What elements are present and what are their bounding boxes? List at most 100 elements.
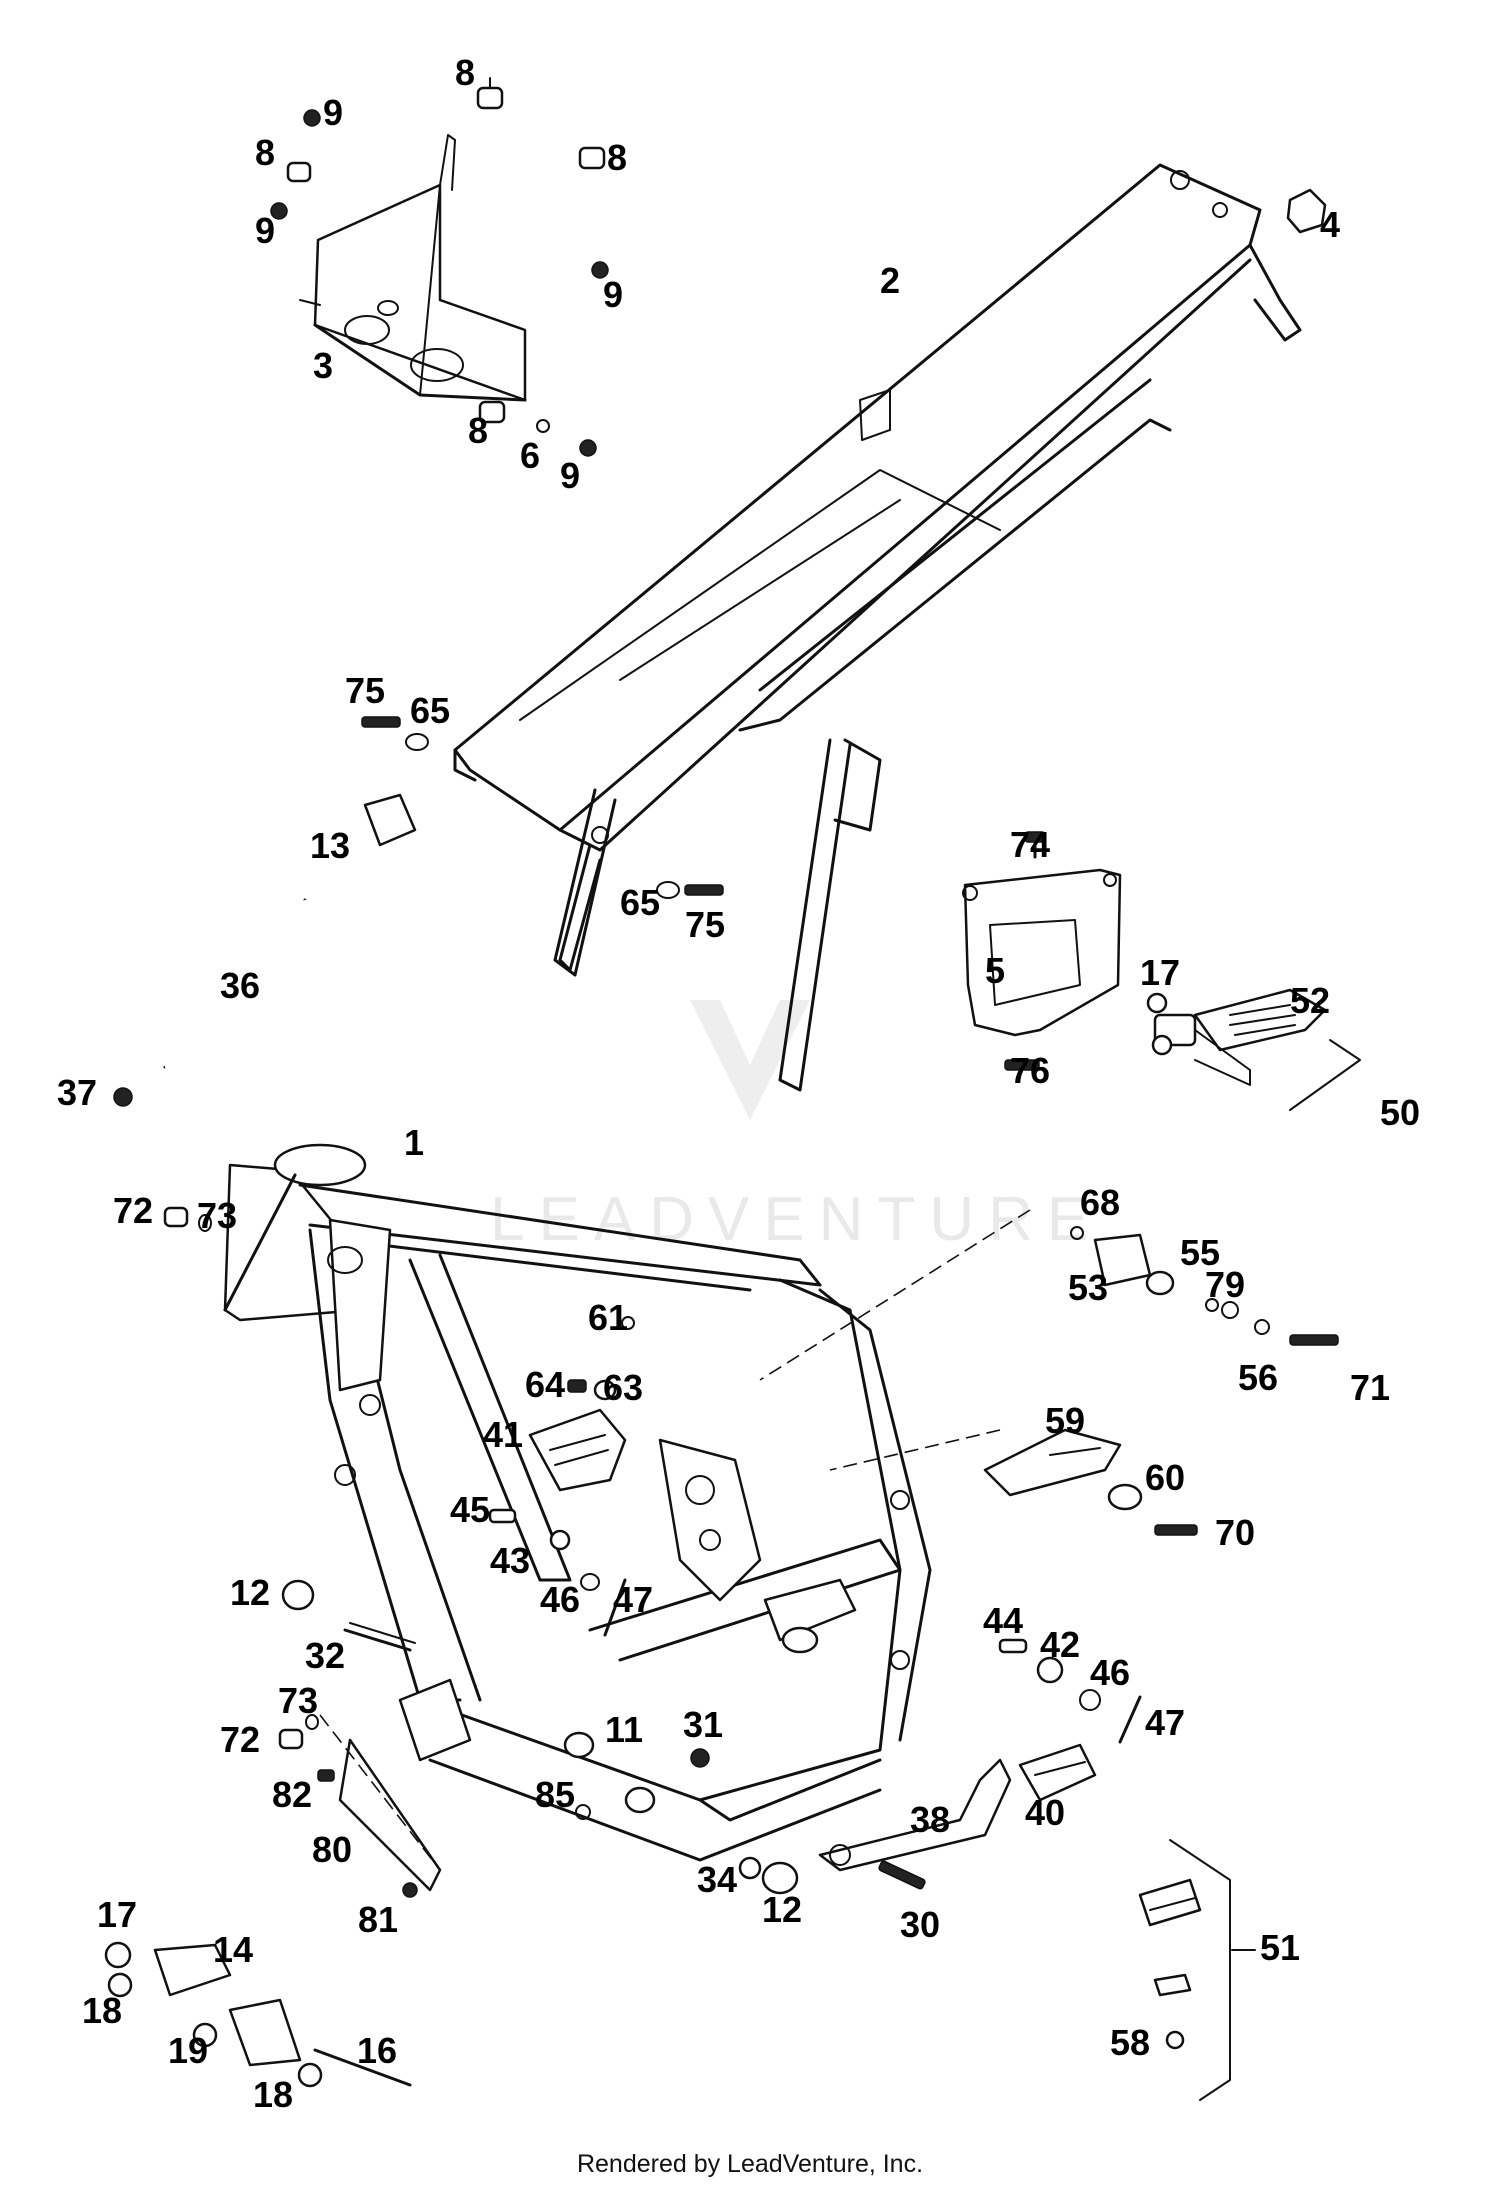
parts-center-mounts	[563, 1731, 710, 1820]
callout-81: 81	[358, 1899, 398, 1940]
part-72-73-upper	[163, 1206, 212, 1232]
callout-11: 11	[605, 1709, 643, 1750]
callout-12: 12	[230, 1572, 270, 1613]
callout-8: 8	[607, 137, 627, 178]
callout-63: 63	[603, 1367, 643, 1408]
parts-12-32	[281, 1579, 416, 1652]
callout-72: 72	[220, 1719, 260, 1760]
bolt-75-upper	[361, 716, 429, 751]
callout-3: 3	[313, 345, 333, 386]
rubber-mounts-8	[286, 77, 606, 424]
callout-64: 64	[525, 1364, 565, 1405]
callout-72: 72	[113, 1190, 153, 1231]
callout-70: 70	[1215, 1512, 1255, 1553]
part-4-grommet	[1286, 188, 1327, 234]
part-51-footrest	[1138, 1839, 1256, 2101]
callout-61: 61	[588, 1297, 628, 1338]
watermark-text: LEADVENTURE	[490, 1185, 1102, 1254]
part-1-main-frame	[223, 1143, 932, 1862]
callout-13: 13	[310, 825, 350, 866]
callout-50: 50	[1380, 1092, 1420, 1133]
callout-56: 56	[1238, 1357, 1278, 1398]
callout-85: 85	[535, 1774, 575, 1815]
callout-18: 18	[253, 2074, 293, 2115]
callout-46: 46	[1090, 1652, 1130, 1693]
part-2-subframe	[453, 163, 1302, 1092]
callout-8: 8	[255, 132, 275, 173]
callout-17: 17	[97, 1894, 137, 1935]
callout-9: 9	[323, 92, 343, 133]
nuts-9	[270, 109, 609, 457]
callout-2: 2	[880, 260, 900, 301]
callout-44: 44	[983, 1600, 1023, 1641]
leadventure-watermark: LEADVENTURE	[490, 1000, 1102, 1254]
bolt-75-lower	[656, 881, 724, 899]
callout-47: 47	[1145, 1702, 1185, 1743]
callout-82: 82	[272, 1774, 312, 1815]
callout-55: 55	[1180, 1232, 1220, 1273]
parts-chain-guide	[829, 1428, 1198, 1536]
callout-32: 32	[305, 1635, 345, 1676]
callout-8: 8	[468, 410, 488, 451]
parts-left-footpeg	[488, 1316, 635, 1637]
callout-9: 9	[255, 210, 275, 251]
parts-right-footpeg	[998, 1638, 1142, 1744]
callout-58: 58	[1110, 2022, 1150, 2063]
callout-45: 45	[450, 1489, 490, 1530]
callout-53: 53	[1068, 1267, 1108, 1308]
callout-36: 36	[220, 965, 260, 1006]
callout-9: 9	[560, 455, 580, 496]
parts-bottom-left-bracket	[104, 1941, 412, 2088]
callout-75: 75	[345, 670, 385, 711]
callout-34: 34	[697, 1859, 737, 1900]
callout-46: 46	[540, 1579, 580, 1620]
callout-51: 51	[1260, 1927, 1300, 1968]
part-17-upper	[1146, 992, 1168, 1014]
callout-18: 18	[82, 1990, 122, 2031]
callout-59: 59	[1045, 1400, 1085, 1441]
callout-5: 5	[985, 950, 1005, 991]
part-36-hose	[113, 898, 314, 1107]
callout-73: 73	[278, 1680, 318, 1721]
part-3-bracket	[299, 134, 527, 402]
callout-8: 8	[455, 52, 475, 93]
footer-credit: Rendered by LeadVenture, Inc.	[576, 2150, 924, 2178]
parts-lower-left-guard	[278, 1714, 442, 1898]
callout-40: 40	[1025, 1792, 1065, 1833]
callout-37: 37	[57, 1072, 97, 1113]
part-50-pedal-assembly	[1151, 988, 1361, 1111]
callout-80: 80	[312, 1829, 352, 1870]
callout-16: 16	[357, 2030, 397, 2071]
callout-79: 79	[1205, 1264, 1245, 1305]
callout-4: 4	[1320, 204, 1340, 245]
callout-12: 12	[762, 1889, 802, 1930]
callout-74: 74	[1010, 824, 1050, 865]
callout-1: 1	[404, 1122, 424, 1163]
callout-6: 6	[520, 435, 540, 476]
part-5-side-plate	[962, 831, 1122, 1071]
callout-65: 65	[410, 690, 450, 731]
callout-47: 47	[613, 1579, 653, 1620]
callout-14: 14	[213, 1929, 253, 1970]
callout-71: 71	[1350, 1367, 1390, 1408]
callout-labels: 8 9 8 8 9 9 3 8 6 9 2 4 75 65 13 65 75 7…	[57, 52, 1420, 2115]
callout-43: 43	[490, 1540, 530, 1581]
parts-right-spacers	[759, 1209, 1339, 1381]
callout-19: 19	[168, 2030, 208, 2071]
callout-42: 42	[1040, 1624, 1080, 1665]
callout-52: 52	[1290, 980, 1330, 1021]
callout-31: 31	[683, 1704, 723, 1745]
callout-65: 65	[620, 882, 660, 923]
parts-34-12-lower	[738, 1856, 799, 1895]
part-38-brake-lever	[818, 1743, 1097, 1890]
callout-60: 60	[1145, 1457, 1185, 1498]
callout-38: 38	[910, 1799, 950, 1840]
callout-68: 68	[1080, 1182, 1120, 1223]
callout-73: 73	[197, 1195, 237, 1236]
callout-41: 41	[483, 1414, 523, 1455]
callout-76: 76	[1010, 1050, 1050, 1091]
callout-30: 30	[900, 1904, 940, 1945]
callout-9: 9	[603, 274, 623, 315]
part-13-buffer	[363, 793, 417, 847]
